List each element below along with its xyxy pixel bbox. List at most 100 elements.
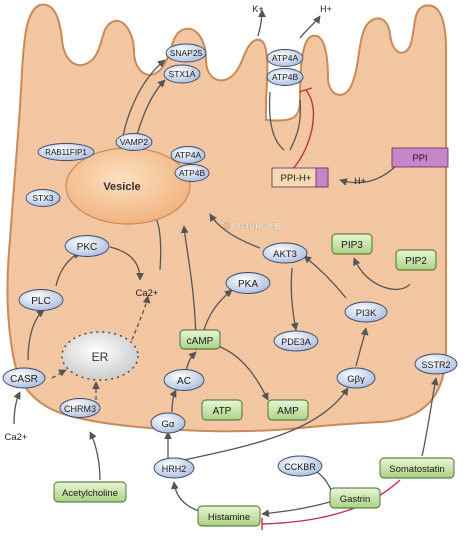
- ac-node[interactable]: AC: [163, 369, 205, 391]
- svg-text:STX1A: STX1A: [169, 69, 196, 79]
- svg-text:PI3K: PI3K: [356, 308, 377, 319]
- edge-casr-to-er: [51, 369, 67, 379]
- casr-node[interactable]: CASR: [2, 367, 46, 389]
- edge-casr-to-plc: [27, 309, 45, 361]
- inhibition-edges: [261, 87, 401, 530]
- svg-text:PDE3A: PDE3A: [281, 337, 311, 347]
- vesicle-label: Vesicle: [103, 181, 140, 193]
- svg-text:PIP2: PIP2: [405, 256, 427, 267]
- svg-text:AKT3: AKT3: [273, 249, 297, 260]
- h-plus-top-label: H+: [320, 4, 332, 14]
- edge-gastrin-to-histamine: [261, 501, 331, 518]
- edge-pkc-to-ca: [109, 246, 144, 281]
- ppi-node[interactable]: PPI: [391, 147, 449, 168]
- atp4a-vesicle-node[interactable]: ATP4A: [170, 146, 206, 164]
- chrm3-node[interactable]: CHRM3: [59, 398, 101, 418]
- akt3-node[interactable]: AKT3: [262, 242, 308, 264]
- sstr2-node[interactable]: SSTR2: [414, 353, 458, 375]
- edge-camp-to-amp: [217, 345, 269, 401]
- svg-text:PLC: PLC: [31, 296, 50, 307]
- svg-text:Histamine: Histamine: [208, 512, 250, 523]
- edge-gbg-to-pi3k: [355, 327, 369, 367]
- svg-text:Acetylcholine: Acetylcholine: [62, 488, 118, 499]
- svg-text:PIP3: PIP3: [341, 240, 363, 251]
- endoplasmic-reticulum: ER: [61, 331, 139, 381]
- gbetagamma-node[interactable]: Gβγ: [336, 367, 376, 389]
- plc-node[interactable]: PLC: [18, 289, 64, 311]
- stx3-node[interactable]: STX3: [25, 189, 61, 207]
- vesicle: Vesicle: [65, 147, 191, 225]
- histamine-node[interactable]: Histamine: [197, 505, 261, 527]
- pkc-node[interactable]: PKC: [64, 235, 110, 257]
- pip2-node[interactable]: PIP2: [395, 249, 437, 271]
- edge-atp4b-ppih-right: [289, 99, 302, 151]
- atp-node[interactable]: ATP: [201, 399, 243, 421]
- ca-outer-label: Ca2+: [5, 432, 28, 443]
- ca-inner-label: Ca2+: [136, 288, 159, 299]
- acetylcholine-node[interactable]: Acetylcholine: [53, 481, 127, 503]
- svg-text:Gα: Gα: [162, 419, 175, 430]
- pka-node[interactable]: PKA: [225, 272, 271, 294]
- stx1a-node[interactable]: STX1A: [163, 64, 201, 84]
- galpha-node[interactable]: Gα: [150, 412, 186, 434]
- edge-galpha-to-ac: [169, 389, 177, 413]
- edge-ca-out-to-casr: [13, 391, 21, 425]
- h-plus-mid-label: H+: [354, 176, 366, 186]
- svg-text:ATP: ATP: [213, 406, 232, 417]
- pde3a-node[interactable]: PDE3A: [273, 330, 319, 352]
- svg-text:ATP4A: ATP4A: [175, 150, 202, 160]
- svg-text:ATP4A: ATP4A: [272, 53, 299, 63]
- svg-text:STX3: STX3: [32, 193, 54, 203]
- camp-node[interactable]: cAMP: [179, 329, 221, 350]
- svg-text:PPI: PPI: [412, 153, 427, 164]
- hrh2-node[interactable]: HRH2: [153, 457, 195, 479]
- svg-text:RAB11FIP1: RAB11FIP1: [45, 148, 87, 157]
- edge-akt3-to-pde3a: [290, 267, 299, 331]
- edge-acetylcholine-to-chrm3: [89, 431, 101, 481]
- atp4a-top-node[interactable]: ATP4A: [266, 49, 304, 67]
- svg-text:AMP: AMP: [277, 406, 299, 417]
- watermark: © PharmGKB: [223, 221, 281, 231]
- svg-text:AC: AC: [177, 376, 191, 387]
- er-label: ER: [92, 350, 109, 364]
- svg-text:ATP4B: ATP4B: [179, 168, 206, 178]
- svg-text:Somatostatin: Somatostatin: [389, 464, 444, 475]
- inhibit-ppih-atp4b: [291, 89, 315, 171]
- edge-hrh2-to-gbg: [183, 387, 349, 461]
- edge-akt3-to-vesicle: [209, 213, 261, 249]
- atp4b-vesicle-node[interactable]: ATP4B: [174, 164, 210, 182]
- atp4b-top-node[interactable]: ATP4B: [266, 68, 304, 86]
- amp-node[interactable]: AMP: [267, 399, 309, 421]
- pi3k-node[interactable]: PI3K: [344, 301, 388, 323]
- k-plus-label: K+: [252, 4, 263, 14]
- svg-text:CASR: CASR: [10, 374, 38, 385]
- svg-text:CHRM3: CHRM3: [64, 404, 96, 414]
- edge-atp4a-to-h: [299, 15, 321, 39]
- pip3-node[interactable]: PIP3: [331, 233, 373, 255]
- svg-text:CCKBR: CCKBR: [284, 462, 316, 472]
- edge-pi3k-to-akt3: [303, 255, 347, 299]
- snap25-node[interactable]: SNAP25: [165, 43, 207, 63]
- edge-ppi-to-ppih: [339, 163, 399, 186]
- edge-er-to-ca: [131, 295, 151, 341]
- edge-pip2-to-pip3: [352, 257, 411, 290]
- rab11fip1-node[interactable]: RAB11FIP1: [37, 143, 95, 161]
- edge-somatostatin-to-sstr2: [421, 377, 439, 457]
- svg-text:ATP4B: ATP4B: [272, 72, 299, 82]
- svg-text:Gβγ: Gβγ: [347, 374, 365, 385]
- edge-atp4b-ppih-left: [268, 91, 285, 151]
- parietal-cell-membrane: [6, 3, 447, 433]
- somatostatin-node[interactable]: Somatostatin: [379, 457, 455, 479]
- vamp2-node[interactable]: VAMP2: [115, 133, 153, 151]
- svg-text:SSTR2: SSTR2: [421, 360, 450, 370]
- edge-camp-to-pka: [203, 289, 233, 331]
- gastrin-node[interactable]: Gastrin: [329, 487, 381, 509]
- svg-text:PPI-H+: PPI-H+: [281, 173, 312, 184]
- ppi-h-node[interactable]: PPI-H+: [271, 167, 329, 188]
- svg-text:Gastrin: Gastrin: [340, 494, 371, 505]
- inhibit-somatostatin-histamine: [261, 479, 401, 525]
- cckbr-node[interactable]: CCKBR: [277, 455, 323, 477]
- svg-text:SNAP25: SNAP25: [170, 48, 203, 58]
- svg-text:HRH2: HRH2: [162, 464, 187, 474]
